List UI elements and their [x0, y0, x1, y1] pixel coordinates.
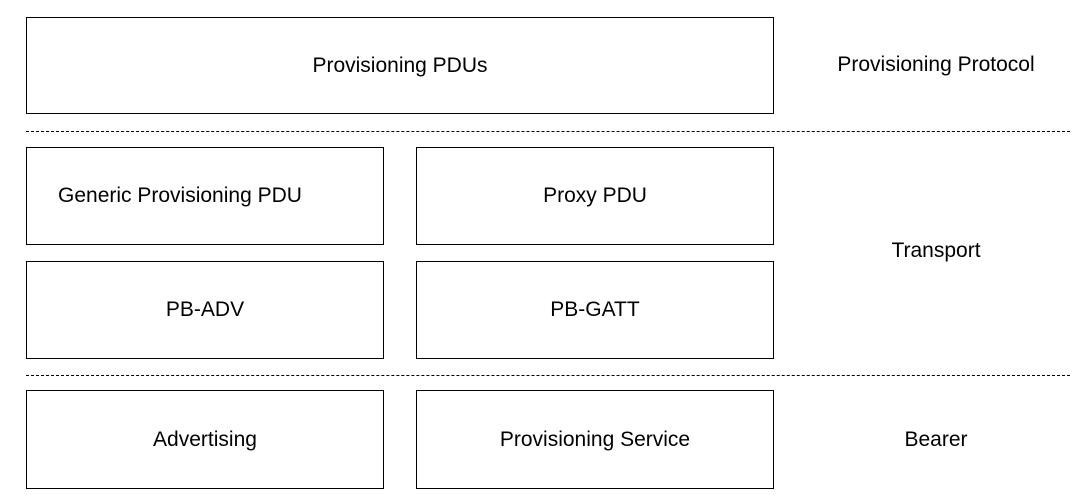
provisioning-pdus-label: Provisioning PDUs [312, 53, 488, 77]
pb-gatt-label: PB-GATT [550, 298, 640, 321]
bearer-layer-label: Bearer [904, 428, 968, 451]
provisioning-protocol-layer-label: Provisioning Protocol [837, 53, 1035, 76]
proxy-pdu-label: Proxy PDU [543, 184, 647, 207]
advertising-box: Advertising [26, 390, 384, 489]
provisioning-service-label: Provisioning Service [499, 427, 691, 451]
transport-layer-label: Transport [891, 239, 981, 262]
generic-provisioning-pdu-box: Generic Provisioning PDU [26, 147, 384, 245]
proxy-pdu-box: Proxy PDU [416, 147, 774, 245]
provisioning-pdus-box: Provisioning PDUs [26, 17, 774, 114]
provisioning-service-box: Provisioning Service [416, 390, 774, 489]
transport-bearer-divider [26, 375, 1070, 376]
pb-adv-box: PB-ADV [26, 261, 384, 359]
generic-provisioning-pdu-label: Generic Provisioning PDU [58, 184, 302, 207]
pb-gatt-box: PB-GATT [416, 261, 774, 359]
protocol-transport-divider [26, 131, 1070, 132]
pb-adv-label: PB-ADV [165, 298, 245, 321]
advertising-label: Advertising [153, 427, 257, 451]
